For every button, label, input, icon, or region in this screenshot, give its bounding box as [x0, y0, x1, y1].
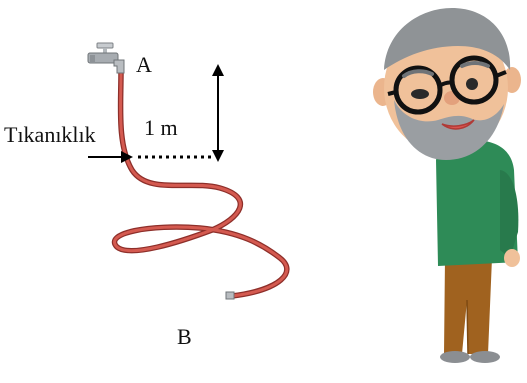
shirt [436, 139, 518, 266]
right-shoe [470, 351, 500, 363]
glasses [387, 55, 507, 115]
hand [504, 249, 520, 267]
left-shoe [440, 351, 470, 363]
blockage-arrow [88, 151, 133, 163]
hose-end-nozzle [225, 291, 235, 300]
height-measure-arrow [212, 64, 224, 162]
label-point-a: A [136, 52, 152, 77]
trousers [444, 258, 492, 354]
hair [384, 8, 511, 70]
mouth [441, 119, 475, 130]
old-man-illustration [373, 8, 521, 363]
beard [394, 100, 504, 160]
label-point-b: B [177, 324, 192, 349]
garden-hose [111, 69, 290, 300]
label-blockage: Tıkanıklık [4, 122, 96, 147]
tap-icon [87, 42, 125, 74]
label-height: 1 m [144, 115, 178, 140]
